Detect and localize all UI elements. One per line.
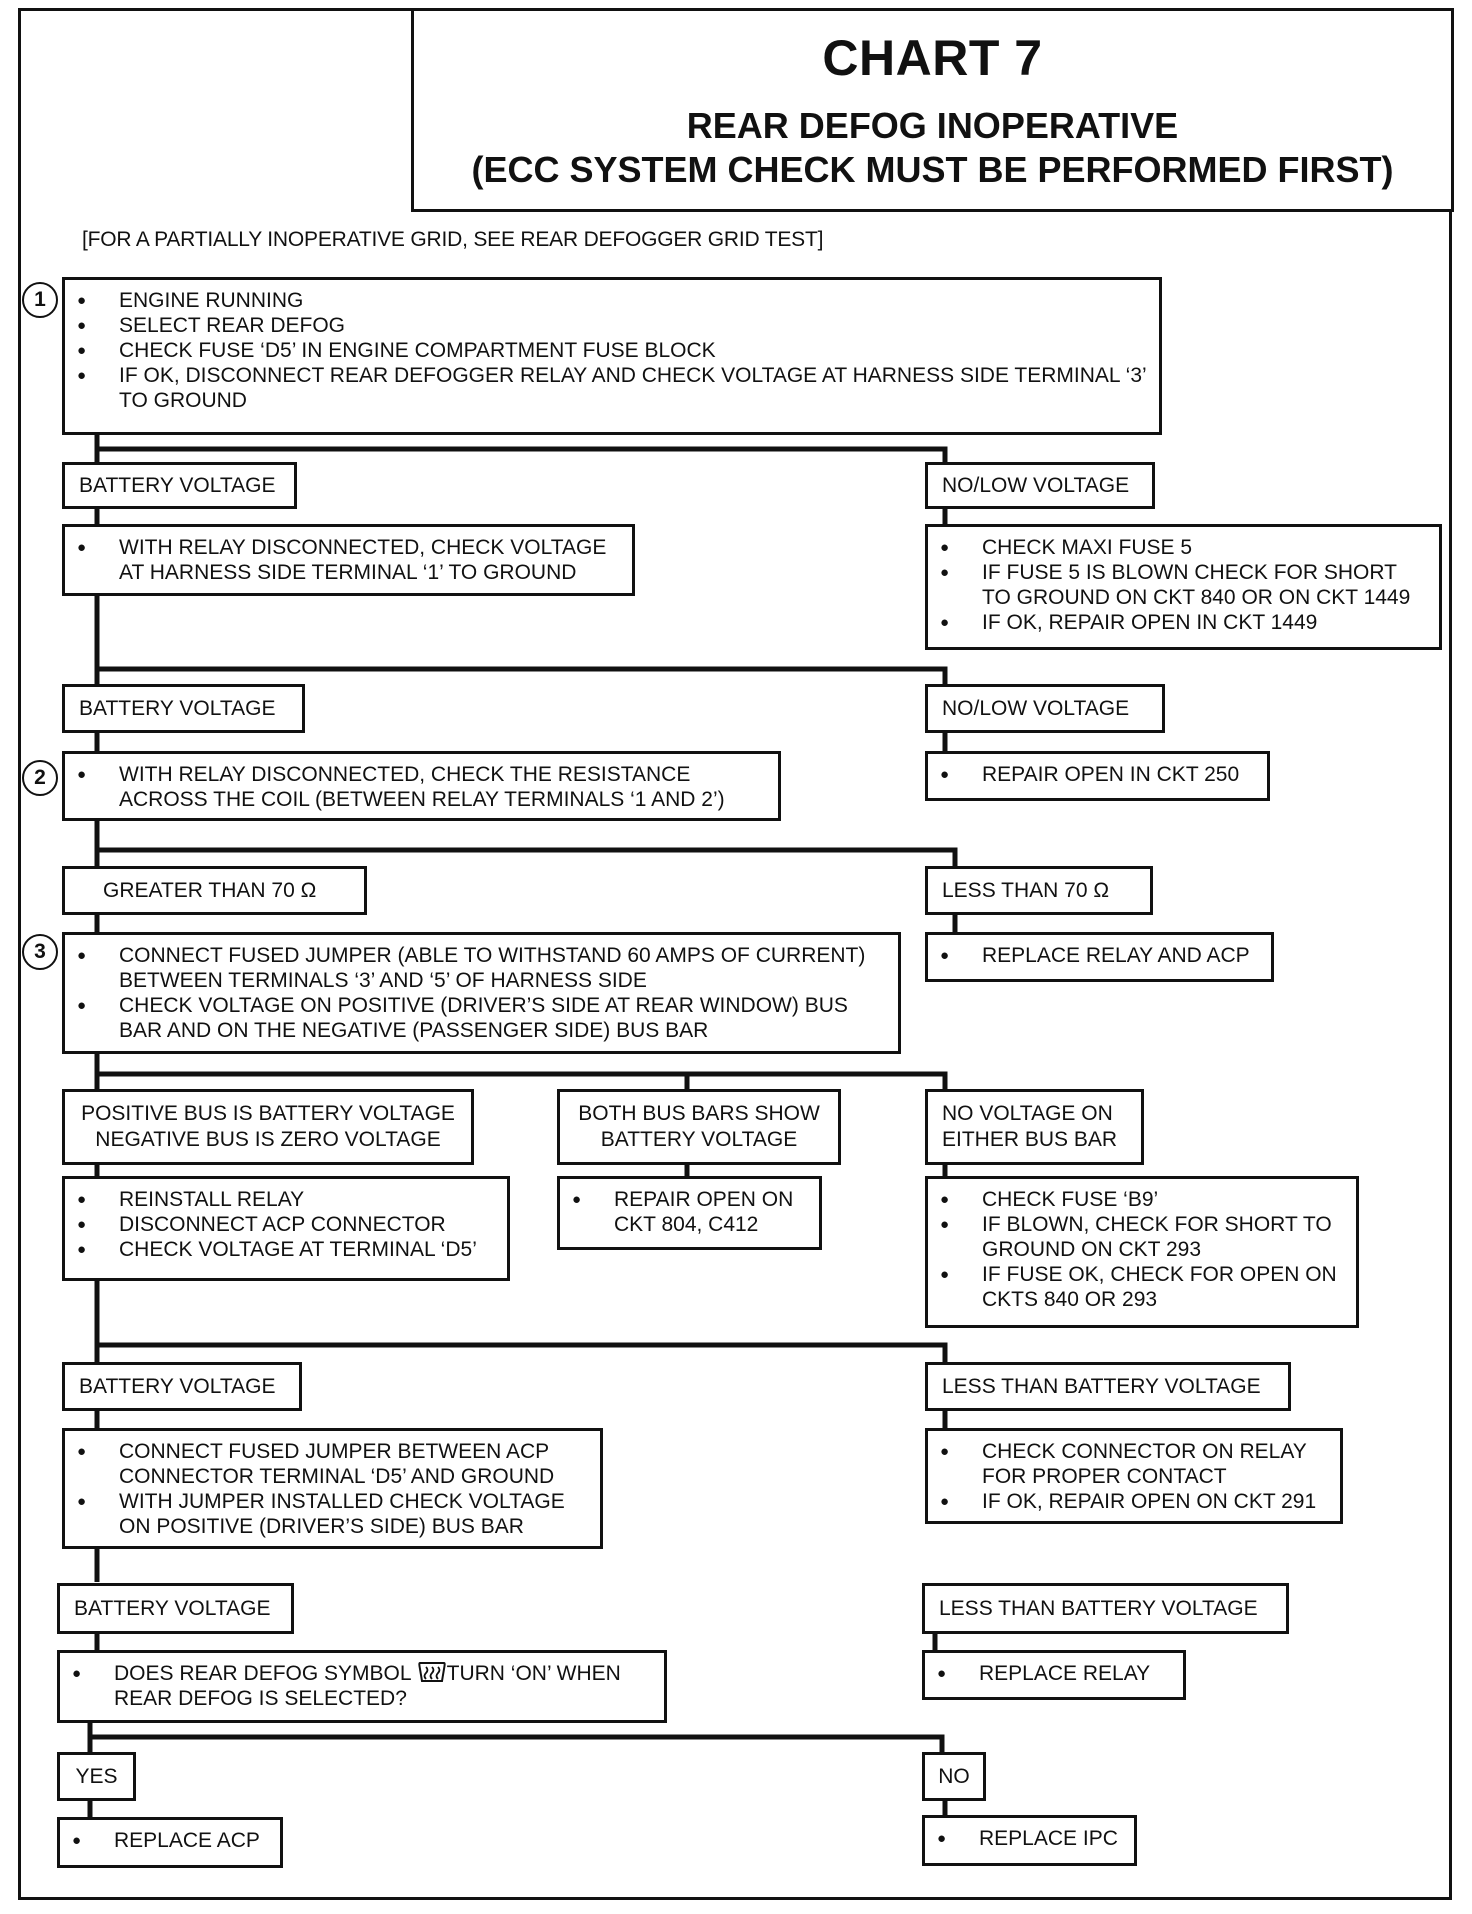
r2-right-item: REPAIR OPEN IN CKT 250 — [928, 762, 1257, 787]
r7-replace-ipc-box: REPLACE IPC — [922, 1815, 1137, 1866]
r4-no-voltage-line1: NO VOLTAGE ON — [942, 1102, 1113, 1125]
r5-left-action-box: CONNECT FUSED JUMPER BETWEEN ACP CONNECT… — [62, 1428, 603, 1549]
step3-action-box: CONNECT FUSED JUMPER (ABLE TO WITHSTAND … — [62, 932, 901, 1054]
r4-both-bus-line1: BOTH BUS BARS SHOW — [578, 1102, 820, 1125]
r6-left-item: DOES REAR DEFOG SYMBOL TURN ‘ON’ WHEN RE… — [60, 1661, 654, 1711]
r7-left-item: REPLACE ACP — [60, 1828, 270, 1853]
r1-right-item: IF FUSE 5 IS BLOWN CHECK FOR SHORT TO GR… — [928, 560, 1429, 610]
r2-no-low-voltage-label: NO/LOW VOLTAGE — [925, 684, 1165, 733]
r7-yes-label: YES — [57, 1752, 136, 1801]
r4-left-action-box: REINSTALL RELAY DISCONNECT ACP CONNECTOR… — [62, 1176, 510, 1281]
step1-item: IF OK, DISCONNECT REAR DEFOGGER RELAY AN… — [65, 363, 1149, 413]
step1-action-box: ENGINE RUNNING SELECT REAR DEFOG CHECK F… — [62, 277, 1162, 435]
r1-left-item: WITH RELAY DISCONNECTED, CHECK VOLTAGE A… — [65, 535, 622, 585]
r1-no-low-voltage-label: NO/LOW VOLTAGE — [925, 462, 1155, 509]
r3-right-item: REPLACE RELAY AND ACP — [928, 943, 1261, 968]
r6-question-part2: TURN ‘ON’ WHEN REAR DEFOG IS SELECTED? — [114, 1662, 621, 1710]
step2-action-box: WITH RELAY DISCONNECTED, CHECK THE RESIS… — [62, 751, 781, 821]
step-marker-2: 2 — [22, 760, 58, 796]
r5-right-item: CHECK CONNECTOR ON RELAY FOR PROPER CONT… — [928, 1439, 1330, 1489]
step-marker-1: 1 — [22, 282, 58, 318]
r4-left-item: DISCONNECT ACP CONNECTOR — [65, 1212, 497, 1237]
step2-item: WITH RELAY DISCONNECTED, CHECK THE RESIS… — [65, 762, 768, 812]
r6-right-action-box: REPLACE RELAY — [922, 1650, 1186, 1700]
r4-right-item: IF BLOWN, CHECK FOR SHORT TO GROUND ON C… — [928, 1212, 1346, 1262]
r6-right-item: REPLACE RELAY — [925, 1661, 1173, 1686]
r4-left-item: REINSTALL RELAY — [65, 1187, 497, 1212]
step1-item: SELECT REAR DEFOG — [65, 313, 1149, 338]
r4-right-item: IF FUSE OK, CHECK FOR OPEN ON CKTS 840 O… — [928, 1262, 1346, 1312]
r4-both-bus-line2: BATTERY VOLTAGE — [600, 1128, 798, 1151]
r4-positive-bus-line2: NEGATIVE BUS IS ZERO VOLTAGE — [95, 1128, 441, 1151]
r7-right-item: REPLACE IPC — [925, 1826, 1124, 1851]
chart-subtitle-note: (ECC SYSTEM CHECK MUST BE PERFORMED FIRS… — [471, 149, 1394, 190]
step3-item: CHECK VOLTAGE ON POSITIVE (DRIVER’S SIDE… — [65, 993, 888, 1043]
r3-less-than-label: LESS THAN 70 Ω — [925, 866, 1153, 915]
r5-less-than-battery-label: LESS THAN BATTERY VOLTAGE — [925, 1362, 1291, 1411]
r5-right-action-box: CHECK CONNECTOR ON RELAY FOR PROPER CONT… — [925, 1428, 1343, 1524]
r2-right-action-box: REPAIR OPEN IN CKT 250 — [925, 751, 1270, 801]
r1-right-action-box: CHECK MAXI FUSE 5 IF FUSE 5 IS BLOWN CHE… — [925, 524, 1442, 650]
r7-no-label: NO — [922, 1752, 986, 1801]
r5-left-item: CONNECT FUSED JUMPER BETWEEN ACP CONNECT… — [65, 1439, 590, 1489]
step1-item: ENGINE RUNNING — [65, 288, 1149, 313]
r1-battery-voltage-label: BATTERY VOLTAGE — [62, 462, 297, 509]
r4-no-voltage-label: NO VOLTAGE ON EITHER BUS BAR — [925, 1089, 1144, 1165]
r1-right-item: CHECK MAXI FUSE 5 — [928, 535, 1429, 560]
step3-item: CONNECT FUSED JUMPER (ABLE TO WITHSTAND … — [65, 943, 888, 993]
r4-both-bus-bars-label: BOTH BUS BARS SHOW BATTERY VOLTAGE — [557, 1089, 841, 1165]
r7-replace-acp-box: REPLACE ACP — [57, 1817, 283, 1868]
r4-mid-action-box: REPAIR OPEN ON CKT 804, C412 — [557, 1176, 822, 1250]
chart-title: CHART 7 — [822, 30, 1043, 86]
r3-right-action-box: REPLACE RELAY AND ACP — [925, 932, 1274, 982]
step-marker-3: 3 — [22, 934, 58, 970]
r4-positive-bus-label: POSITIVE BUS IS BATTERY VOLTAGE NEGATIVE… — [62, 1089, 474, 1165]
r3-greater-than-label: GREATER THAN 70 Ω — [62, 866, 367, 915]
r6-question-part1: DOES REAR DEFOG SYMBOL — [114, 1662, 417, 1685]
r4-right-item: CHECK FUSE ‘B9’ — [928, 1187, 1346, 1212]
r4-right-action-box: CHECK FUSE ‘B9’ IF BLOWN, CHECK FOR SHOR… — [925, 1176, 1359, 1328]
r5-battery-voltage-label: BATTERY VOLTAGE — [62, 1362, 302, 1411]
r2-battery-voltage-label: BATTERY VOLTAGE — [62, 684, 305, 733]
r5-right-item: IF OK, REPAIR OPEN ON CKT 291 — [928, 1489, 1330, 1514]
r4-positive-bus-line1: POSITIVE BUS IS BATTERY VOLTAGE — [81, 1102, 455, 1125]
rear-defog-symbol-icon — [417, 1662, 446, 1682]
r4-no-voltage-line2: EITHER BUS BAR — [942, 1128, 1118, 1151]
grid-test-note: [FOR A PARTIALLY INOPERATIVE GRID, SEE R… — [82, 228, 824, 251]
title-block: CHART 7 REAR DEFOG INOPERATIVE (ECC SYST… — [411, 8, 1454, 212]
r1-left-action-box: WITH RELAY DISCONNECTED, CHECK VOLTAGE A… — [62, 524, 635, 596]
r4-mid-item: REPAIR OPEN ON CKT 804, C412 — [560, 1187, 809, 1237]
r6-less-than-battery-label: LESS THAN BATTERY VOLTAGE — [922, 1583, 1289, 1634]
chart-subtitle: REAR DEFOG INOPERATIVE — [686, 105, 1179, 146]
r4-left-item: CHECK VOLTAGE AT TERMINAL ‘D5’ — [65, 1237, 497, 1262]
r6-battery-voltage-label: BATTERY VOLTAGE — [57, 1583, 294, 1634]
step1-item: CHECK FUSE ‘D5’ IN ENGINE COMPARTMENT FU… — [65, 338, 1149, 363]
r6-left-action-box: DOES REAR DEFOG SYMBOL TURN ‘ON’ WHEN RE… — [57, 1650, 667, 1723]
r5-left-item: WITH JUMPER INSTALLED CHECK VOLTAGE ON P… — [65, 1489, 590, 1539]
r1-right-item: IF OK, REPAIR OPEN IN CKT 1449 — [928, 610, 1429, 635]
